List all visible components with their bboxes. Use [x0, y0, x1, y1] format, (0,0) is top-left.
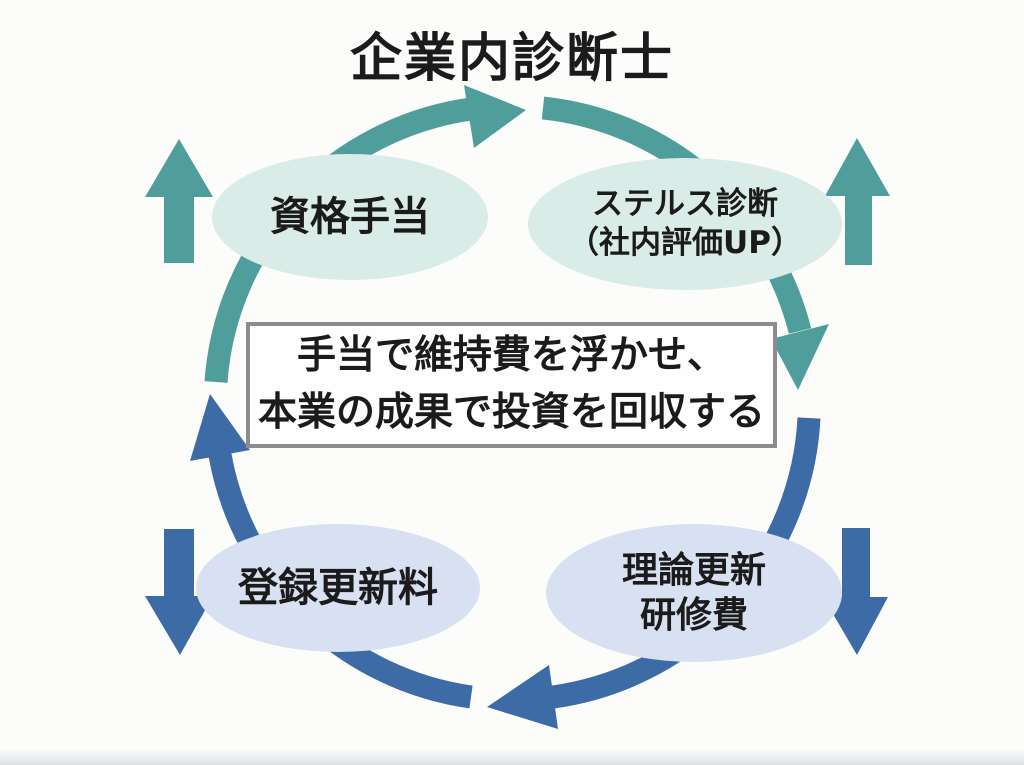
node-label: 資格手当: [270, 194, 430, 240]
up-arrow-left-icon: [145, 139, 213, 263]
cycle-arrowhead-bottom-icon: [487, 665, 558, 729]
diagram-title: 企業内診断士: [349, 29, 674, 89]
bottom-edge-band: [0, 749, 1024, 765]
node-label-line1: ステルス診断: [592, 186, 778, 223]
node-theory-update-training-fee: 理論更新 研修費: [546, 524, 842, 662]
center-message-box: 手当で維持費を浮かせ、 本業の成果で投資を回収する: [246, 322, 777, 448]
node-qualification-allowance: 資格手当: [212, 154, 488, 280]
center-message-line1: 手当で維持費を浮かせ、: [296, 333, 726, 379]
cycle-arrowhead-top-icon: [464, 85, 526, 148]
node-label-line2: （社内評価UP）: [568, 225, 802, 261]
down-arrow-right-icon: [823, 528, 888, 655]
node-label-line1: 理論更新: [621, 550, 766, 591]
up-arrow-right-icon: [825, 138, 890, 265]
node-label-line2: 研修費: [639, 595, 748, 636]
node-label: 登録更新料: [238, 565, 438, 611]
cycle-arrowhead-right-icon: [771, 324, 829, 390]
node-stealth-diagnosis: ステルス診断 （社内評価UP）: [528, 158, 842, 290]
node-registration-renewal-fee: 登録更新料: [196, 524, 480, 652]
center-message-line2: 本業の成果で投資を回収する: [257, 390, 765, 435]
down-arrow-left-icon: [145, 529, 213, 655]
cycle-arrowhead-left-icon: [190, 394, 250, 461]
